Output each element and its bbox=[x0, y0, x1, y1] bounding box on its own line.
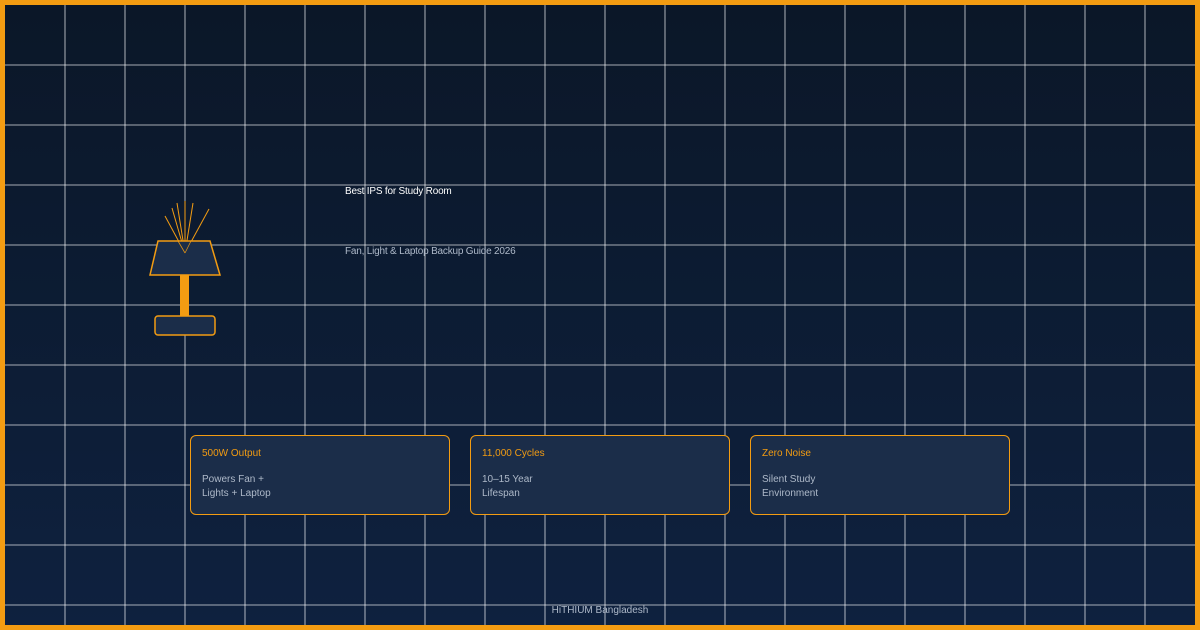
feature-card-line: 10–15 Year bbox=[482, 474, 533, 485]
feature-card-title: 11,000 Cycles bbox=[482, 448, 545, 459]
page-subtitle: Fan, Light & Laptop Backup Guide 2026 bbox=[345, 246, 516, 257]
feature-card-title: 500W Output bbox=[202, 448, 261, 459]
page-title: Best IPS for Study Room bbox=[345, 186, 452, 197]
feature-card-line: Lights + Laptop bbox=[202, 488, 271, 499]
feature-card-output: 500W Output Powers Fan + Lights + Laptop bbox=[190, 435, 450, 515]
feature-card-line: Lifespan bbox=[482, 488, 520, 499]
feature-card-line: Powers Fan + bbox=[202, 474, 264, 485]
feature-card-line: Silent Study bbox=[762, 474, 816, 485]
footer-brand: HiTHIUM Bangladesh bbox=[551, 605, 649, 616]
feature-card-line: Environment bbox=[762, 488, 819, 499]
feature-card-noise: Zero Noise Silent Study Environment bbox=[750, 435, 1010, 515]
feature-card-title: Zero Noise bbox=[762, 448, 811, 459]
feature-card-cycles: 11,000 Cycles 10–15 Year Lifespan bbox=[470, 435, 730, 515]
desk-lamp-icon bbox=[149, 201, 222, 336]
